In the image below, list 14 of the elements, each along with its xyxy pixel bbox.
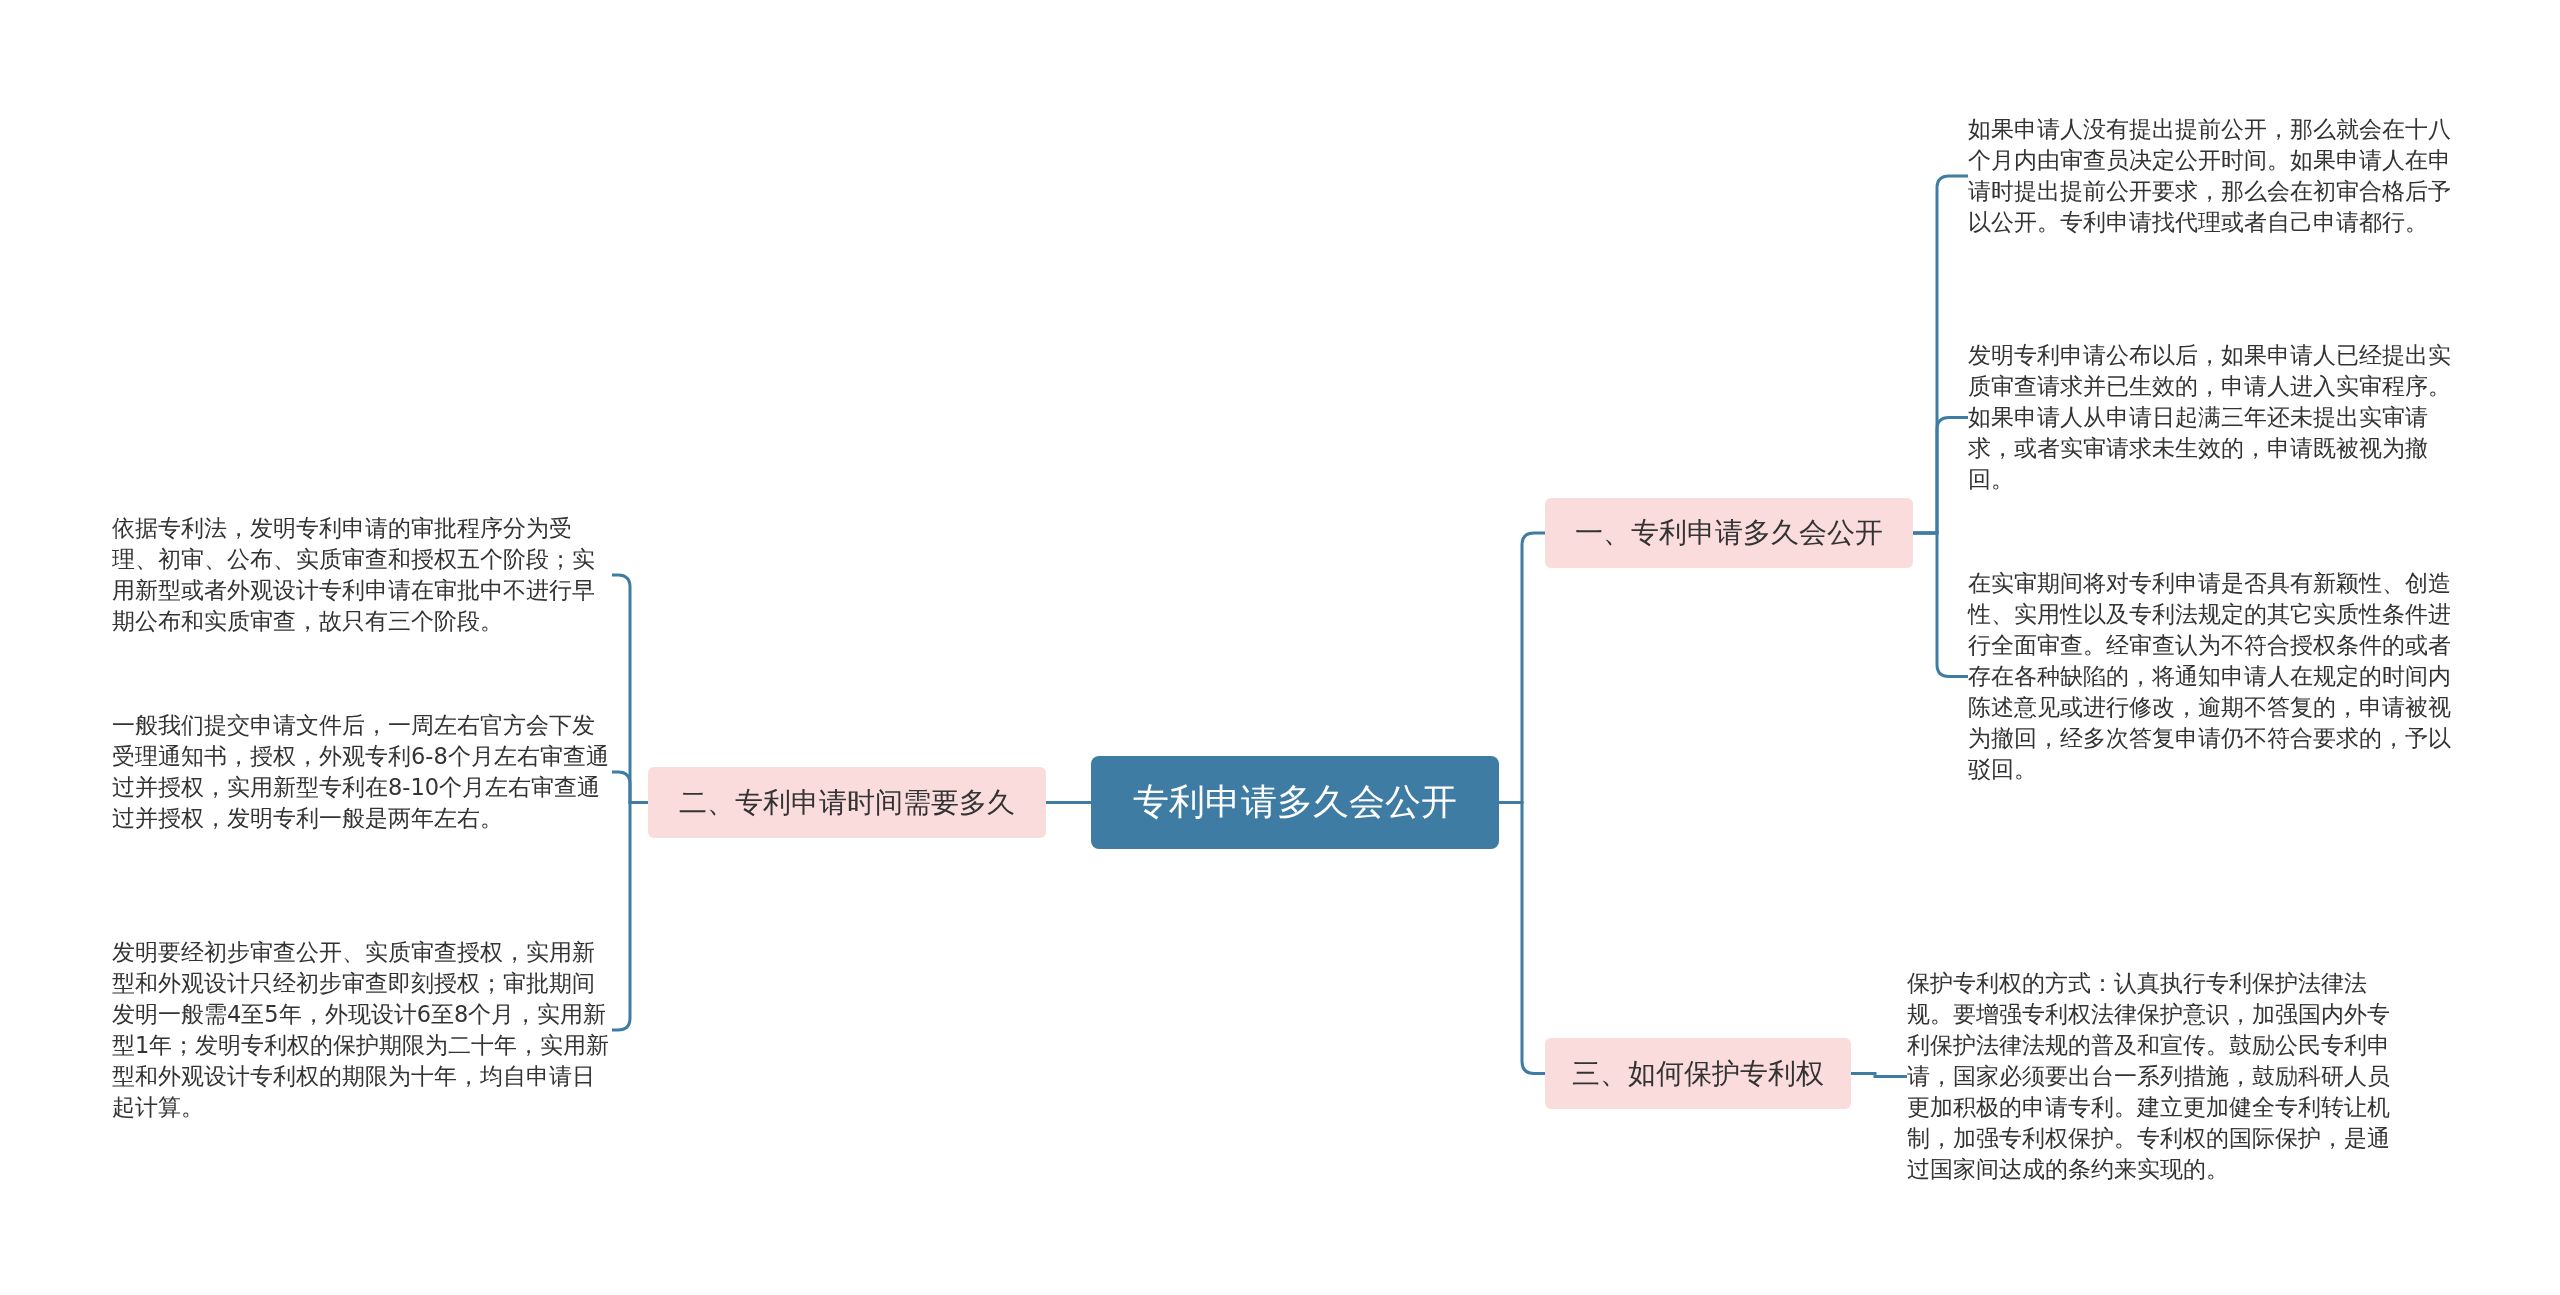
- branch-topic: 二、专利申请时间需要多久: [648, 767, 1046, 838]
- detail-text: 发明要经初步审查公开、实质审查授权，实用新型和外观设计只经初步审查即刻授权；审批期间发明一般需4至5年，外现设计6至8个月，实用新型1年；发明专利权的保护期限为二十年，实用新型和外观设计专利权的期限为十年，均自申请日起计算。: [112, 937, 612, 1123]
- central-topic: 专利申请多久会公开: [1091, 756, 1499, 849]
- detail-text: 依据专利法，发明专利申请的审批程序分为受理、初审、公布、实质审查和授权五个阶段；实用新型或者外观设计专利申请在审批中不进行早期公布和实质审查，故只有三个阶段。: [112, 513, 612, 637]
- connector-line: [1499, 801, 1545, 1075]
- connector-line: [1851, 1072, 1907, 1078]
- branch-topic: 一、专利申请多久会公开: [1545, 498, 1913, 568]
- connector-line: [1046, 801, 1091, 804]
- detail-text: 在实审期间将对专利申请是否具有新颖性、创造性、实用性以及专利法规定的其它实质性条件进行全面审查。经审查认为不符合授权条件的或者存在各种缺陷的，将通知申请人在规定的时间内陈述意见或进行修改，逾期不答复的，申请被视为撤回，经多次答复申请仍不符合要求的，予以驳回。: [1968, 568, 2468, 785]
- detail-text: 发明专利申请公布以后，如果申请人已经提出实质审查请求并已生效的，申请人进入实审程序。如果申请人从申请日起满三年还未提出实审请求，或者实审请求未生效的，申请既被视为撤回。: [1968, 340, 2468, 495]
- detail-text: 一般我们提交申请文件后，一周左右官方会下发受理通知书，授权，外观专利6-8个月左右审查通过并授权，实用新型专利在8-10个月左右审查通过并授权，发明专利一般是两年左右。: [112, 710, 612, 834]
- branch-topic: 三、如何保护专利权: [1545, 1038, 1851, 1109]
- detail-text: 保护专利权的方式：认真执行专利保护法律法规。要增强专利权法律保护意识，加强国内外专利保护法律法规的普及和宣传。鼓励公民专利申请，国家必须要出台一系列措施，鼓励科研人员更加积极的申请专利。建立更加健全专利转让机制，加强专利权保护。专利权的国际保护，是通过国家间达成的条约来实现的。: [1907, 968, 2407, 1185]
- detail-text: 如果申请人没有提出提前公开，那么就会在十八个月内由审查员决定公开时间。如果申请人在申请时提出提前公开要求，那么会在初审合格后予以公开。专利申请找代理或者自己申请都行。: [1968, 114, 2468, 238]
